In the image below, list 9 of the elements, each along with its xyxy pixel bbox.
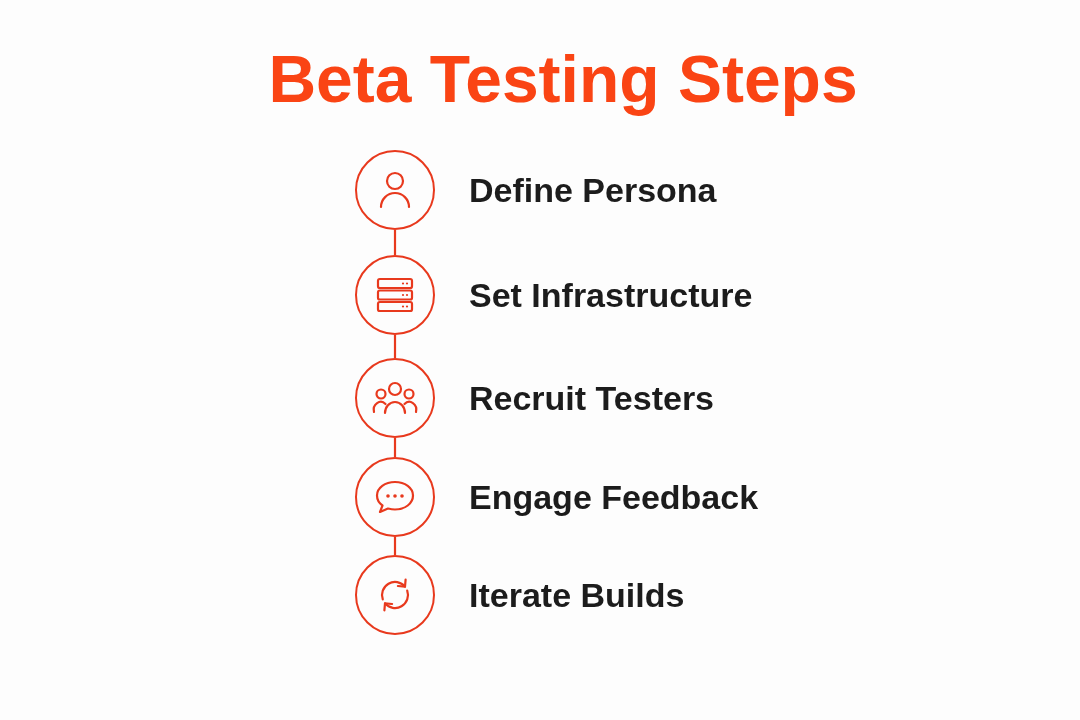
connector-line xyxy=(393,335,397,358)
step-label: Engage Feedback xyxy=(469,476,759,518)
connector-line xyxy=(393,537,397,555)
connector-line xyxy=(393,438,397,457)
step-label: Set Infrastructure xyxy=(469,274,753,316)
step-label: Define Persona xyxy=(469,169,717,211)
connector-line xyxy=(393,230,397,255)
step-label: Recruit Testers xyxy=(469,377,715,419)
step-label: Iterate Builds xyxy=(469,574,685,616)
